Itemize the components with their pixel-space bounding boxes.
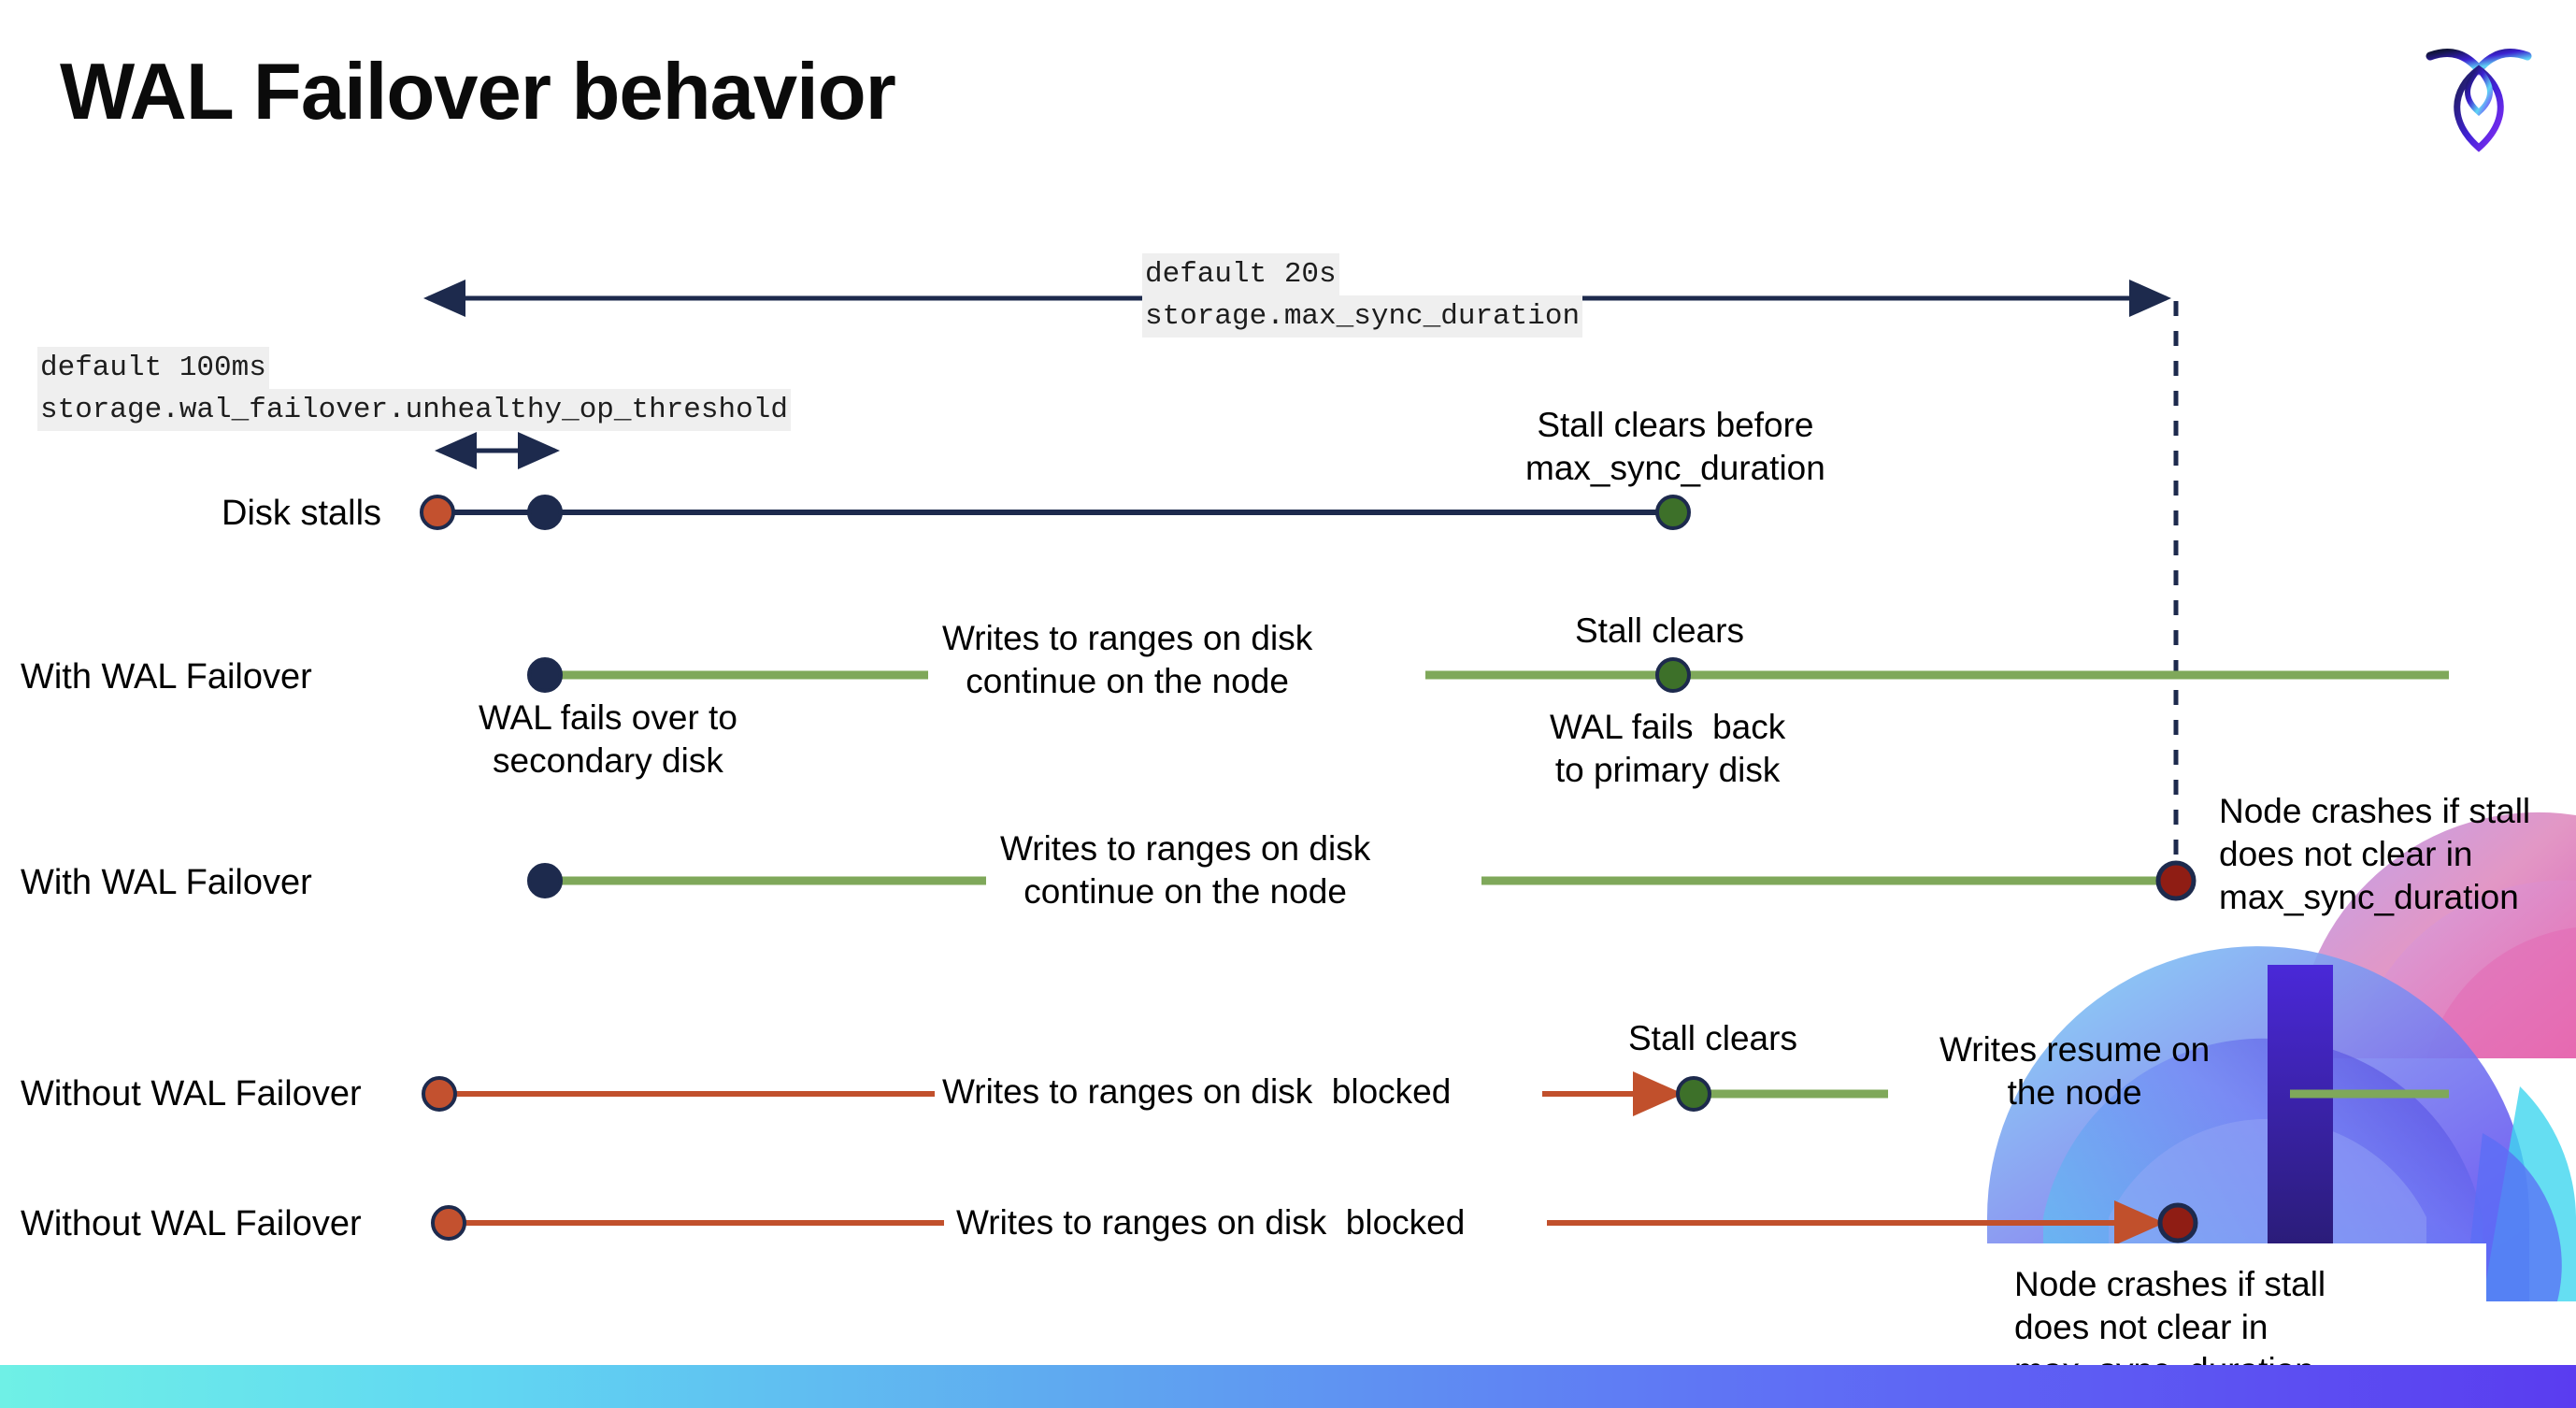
max-sync-default-value: default 20s bbox=[1142, 253, 1339, 295]
unhealthy-default-value: default 100ms bbox=[37, 347, 269, 389]
node-crash-dot bbox=[2157, 1202, 2198, 1243]
note-node-crashes-1: Node crashes if stall does not clear in … bbox=[2219, 792, 2531, 916]
row-label-with-wal-failover-2: With WAL Failover bbox=[21, 863, 312, 902]
timeline-row-with-failover-crash bbox=[527, 860, 2197, 901]
failover-trigger-dot bbox=[527, 495, 563, 530]
stall-clear-dot bbox=[1676, 1076, 1711, 1112]
note-writes-continue-on-node-1: Writes to ranges on disk continue on the… bbox=[942, 619, 1313, 700]
row-label-disk-stalls: Disk stalls bbox=[222, 494, 382, 533]
max-sync-setting-name: storage.max_sync_duration bbox=[1142, 295, 1583, 338]
failover-start-dot bbox=[527, 657, 563, 693]
note-stall-clears-before-max-sync: Stall clears before max_sync_duration bbox=[1525, 406, 1825, 487]
stall-clear-dot bbox=[1655, 657, 1691, 693]
note-writes-blocked-2: Writes to ranges on disk blocked bbox=[956, 1203, 1466, 1242]
timeline-row-disk-stalls bbox=[420, 495, 1691, 530]
stall-start-dot bbox=[420, 495, 455, 530]
row-label-without-wal-failover-1: Without WAL Failover bbox=[21, 1074, 362, 1113]
row-label-with-wal-failover-1: With WAL Failover bbox=[21, 657, 312, 697]
page-title: WAL Failover behavior bbox=[60, 48, 896, 136]
note-writes-blocked-1: Writes to ranges on disk blocked bbox=[942, 1072, 1452, 1111]
timeline-row-with-failover-clears bbox=[527, 657, 2449, 693]
note-writes-continue-on-node-2: Writes to ranges on disk continue on the… bbox=[1000, 829, 1371, 911]
note-stall-clears-1: Stall clears bbox=[1575, 611, 1744, 650]
row-label-without-wal-failover-2: Without WAL Failover bbox=[21, 1204, 362, 1243]
max-sync-duration-callout: default 20s storage.max_sync_duration bbox=[1142, 253, 1583, 338]
timeline-row-without-failover-clears bbox=[422, 1071, 2449, 1116]
timeline-row-without-failover-crash bbox=[431, 1200, 2198, 1245]
note-stall-clears-2: Stall clears bbox=[1628, 1019, 1797, 1057]
note-wal-fails-over-to-secondary: WAL fails over to secondary disk bbox=[479, 698, 737, 780]
note-wal-fails-back-to-primary: WAL fails back to primary disk bbox=[1550, 708, 1786, 789]
stall-start-dot bbox=[422, 1076, 457, 1112]
bottom-gradient-bar bbox=[0, 1365, 2576, 1408]
stall-clear-dot bbox=[1655, 495, 1691, 530]
node-crash-dot bbox=[2155, 860, 2197, 901]
stall-start-dot bbox=[431, 1205, 466, 1241]
unhealthy-op-threshold-callout: default 100ms storage.wal_failover.unhea… bbox=[37, 347, 791, 431]
cockroachdb-logo-icon bbox=[2423, 32, 2535, 153]
note-writes-resume-on-node: Writes resume on the node bbox=[1939, 1030, 2211, 1112]
unhealthy-setting-name: storage.wal_failover.unhealthy_op_thresh… bbox=[37, 389, 791, 431]
failover-start-dot bbox=[527, 863, 563, 898]
